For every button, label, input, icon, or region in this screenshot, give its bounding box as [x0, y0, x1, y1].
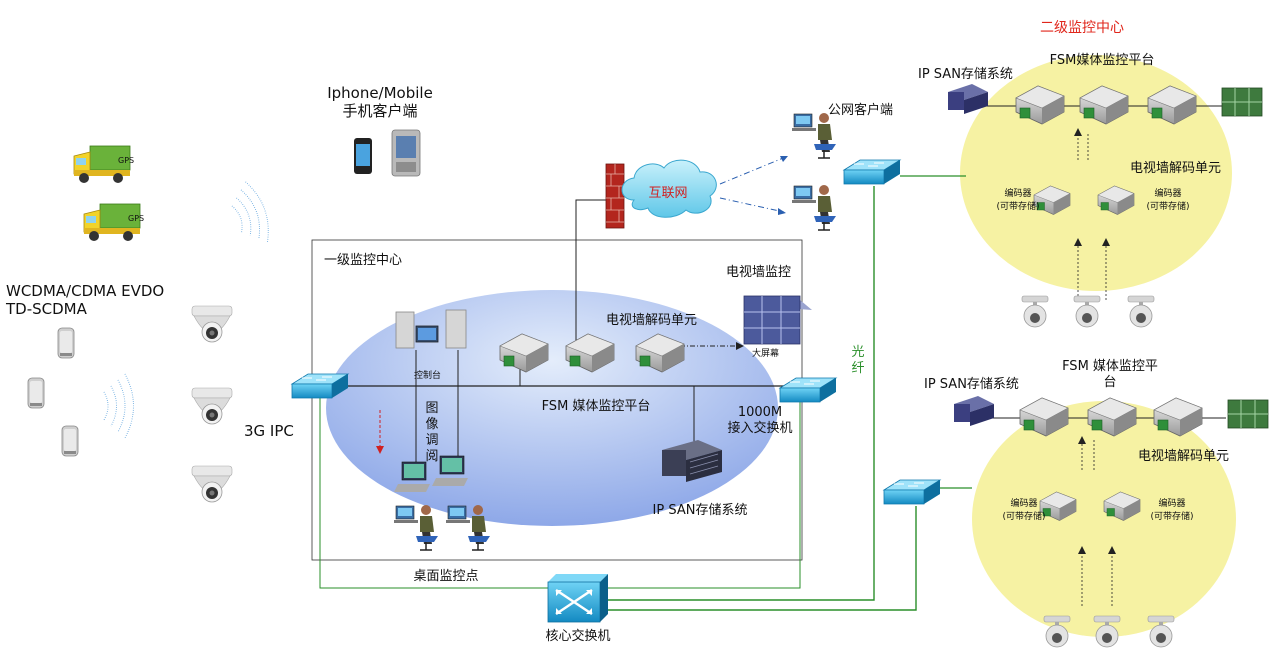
tv-wall-icon: [1227, 399, 1269, 429]
big-screen-label: 大屏幕: [752, 347, 779, 359]
truck-icon: GPS: [73, 145, 134, 184]
ptz-camera-icon: [191, 305, 233, 343]
access-switch-label-line1: 1000M: [738, 405, 782, 420]
wireless-signal-icon: [225, 178, 276, 250]
internet-cloud-icon: [621, 159, 717, 218]
dome-camera-icon: [1093, 615, 1121, 648]
image-review-char: 阅: [425, 449, 438, 464]
wireless-signal-icon: [103, 373, 134, 439]
secondary-center-ellipse-bottom: [972, 401, 1236, 637]
iphone-label-line2: 手机客户端: [342, 102, 417, 120]
console-label: 控制台: [414, 369, 441, 381]
primary-center-title: 一级监控中心: [324, 253, 402, 268]
iphone-label-line1: Iphone/Mobile: [327, 84, 433, 102]
dome-camera-icon: [1127, 295, 1155, 328]
encoder-sub-label: (可带存储): [1150, 510, 1193, 522]
fsm-platform-bottom-label-line1: FSM 媒体监控平: [1062, 359, 1158, 374]
ipc-3g-label: 3G IPC: [244, 422, 294, 440]
fsm-platform-mid-label: FSM 媒体监控平台: [542, 399, 651, 414]
encoder-sub-label: (可带存储): [1002, 510, 1045, 522]
gps-label: GPS: [128, 214, 144, 223]
mobile-phone-icon: [354, 129, 421, 177]
encoder-label: 编码器: [1010, 497, 1037, 509]
tv-decode-top-label: 电视墙解码单元: [1130, 161, 1221, 176]
tv-wall-icon: [1221, 87, 1263, 117]
ip-san-storage-icon: [948, 84, 988, 114]
ptz-camera-icon: [191, 465, 233, 503]
image-review-char: 调: [425, 433, 438, 448]
ip-san-bottom-label: IP SAN存储系统: [924, 377, 1019, 392]
image-review-char: 像: [425, 417, 438, 432]
wireless-terminal-icon: [27, 377, 45, 409]
encoder-label: 编码器: [1158, 497, 1185, 509]
ip-san-storage-icon: [662, 440, 722, 482]
tv-wall-monitor-label: 电视墙监控: [726, 265, 791, 280]
ip-san-storage-icon: [954, 396, 994, 426]
encoder-label: 编码器: [1154, 187, 1181, 199]
dome-camera-icon: [1021, 295, 1049, 328]
image-review-char: 图: [425, 401, 438, 416]
secondary-switch-icon: [883, 479, 941, 505]
access-switch-icon: [779, 377, 837, 403]
dome-camera-icon: [1073, 295, 1101, 328]
laptop-icon: [394, 455, 468, 492]
console-pc-icon: [395, 309, 467, 349]
truck-icon: GPS: [83, 203, 144, 242]
encoder-sub-label: (可带存储): [1146, 200, 1189, 212]
secondary-center-title: 二级监控中心: [1040, 20, 1124, 36]
dome-camera-icon: [1147, 615, 1175, 648]
wcdma-label-line1: WCDMA/CDMA EVDO: [6, 282, 164, 300]
ip-san-top-label: IP SAN存储系统: [918, 67, 1013, 82]
access-switch-label-line2: 接入交换机: [727, 420, 792, 436]
ptz-camera-icon: [191, 387, 233, 425]
tv-decode-bottom-label: 电视墙解码单元: [1138, 449, 1229, 464]
wireless-terminal-icon: [61, 425, 79, 457]
fsm-platform-bottom-label-line2: 台: [1103, 375, 1116, 390]
public-client-operator-icon: [791, 112, 837, 159]
dome-camera-icon: [1043, 615, 1071, 648]
ip-san-mid-label: IP SAN存储系统: [653, 503, 748, 518]
encoder-sub-label: (可带存储): [996, 200, 1039, 212]
core-switch-icon: [547, 574, 608, 623]
desktop-point-label: 桌面监控点: [413, 569, 478, 584]
fiber-char: 光: [851, 345, 864, 360]
secondary-switch-icon: [843, 159, 901, 185]
core-switch-label: 核心交换机: [545, 628, 610, 644]
internet-label: 互联网: [648, 186, 687, 201]
wireless-terminal-icon: [57, 327, 75, 359]
gps-label: GPS: [118, 156, 134, 165]
encoder-label: 编码器: [1004, 187, 1031, 199]
fsm-server-icon: [1153, 397, 1203, 437]
public-client-operator-icon: [791, 184, 837, 231]
wcdma-label-line2: TD-SCDMA: [5, 300, 88, 318]
tv-decode-mid-label: 电视墙解码单元: [606, 313, 697, 328]
fiber-char: 纤: [851, 361, 864, 376]
firewall-icon: [605, 163, 625, 229]
public-client-label: 公网客户端: [828, 102, 893, 118]
tv-wall-icon: [743, 295, 812, 345]
desktop-operator-icon: [393, 504, 439, 551]
fsm-platform-top-label: FSM媒体监控平台: [1050, 53, 1155, 68]
